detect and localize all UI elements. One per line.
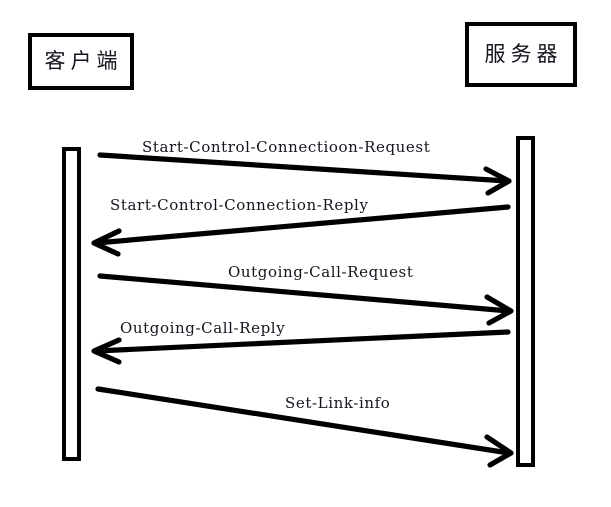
message-label-3: Outgoing-Call-Request — [228, 263, 414, 281]
lifeline-bar-client — [62, 147, 81, 461]
actor-label-server: 服务器 — [484, 42, 563, 66]
message-label-4: Outgoing-Call-Reply — [120, 319, 286, 337]
message-label-5: Set-Link-info — [285, 394, 391, 412]
message-arrow-3 — [97, 273, 514, 326]
actor-box-server: 服务器 — [465, 22, 577, 87]
lifeline-bar-server — [516, 136, 535, 467]
message-arrow-1 — [97, 152, 512, 196]
message-label-1: Start-Control-Connectioon-Request — [142, 138, 431, 156]
message-arrow-4 — [91, 329, 511, 365]
actor-label-client: 客户端 — [44, 49, 123, 73]
actor-box-client: 客户端 — [28, 33, 134, 90]
message-arrow-2 — [91, 204, 511, 257]
message-label-2: Start-Control-Connection-Reply — [110, 196, 369, 214]
message-arrow-5 — [95, 386, 514, 468]
